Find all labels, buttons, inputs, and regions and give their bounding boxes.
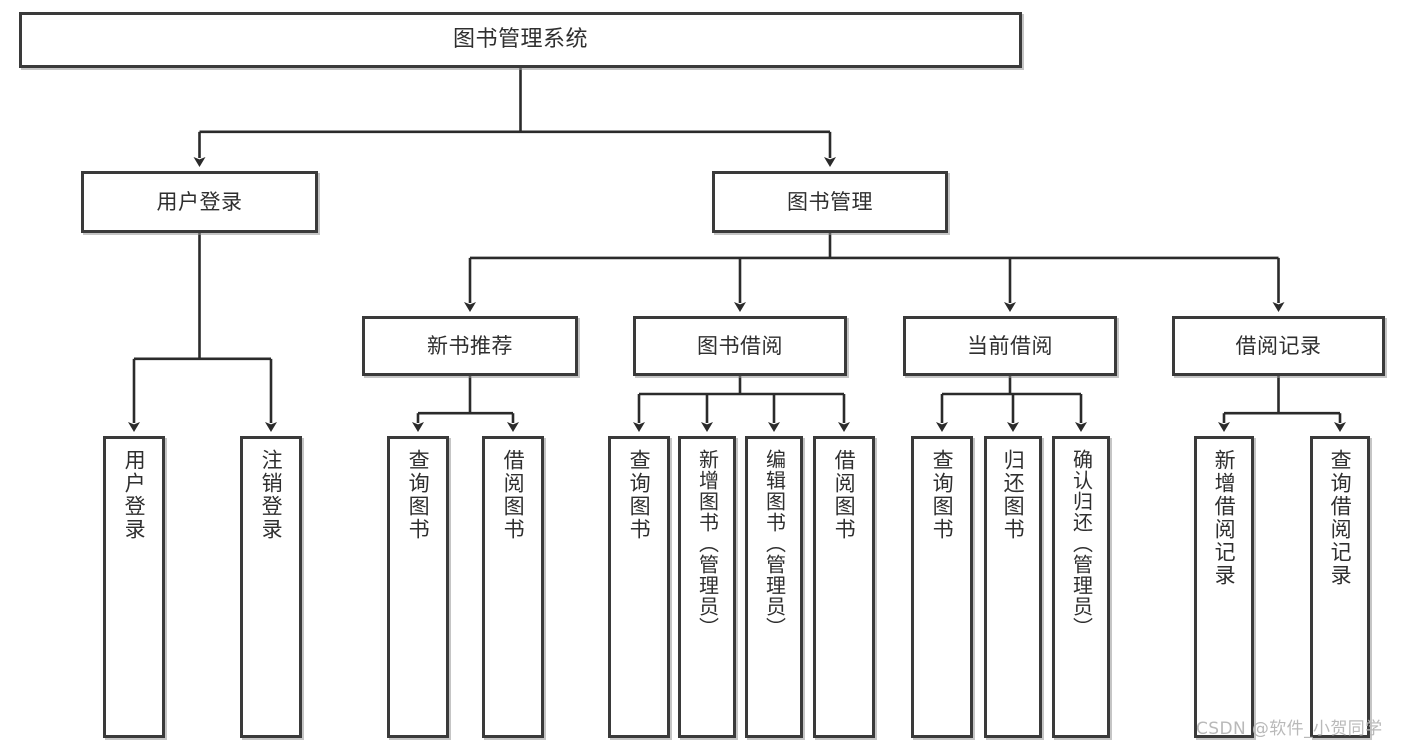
node-label: 用户登录 bbox=[156, 189, 243, 214]
node-leaf-user-login[interactable]: 用户登录 bbox=[103, 436, 165, 738]
node-label: 归还图书 bbox=[1001, 449, 1026, 541]
node-leaf-confirm-return[interactable]: 确认归还（管理员） bbox=[1052, 436, 1110, 738]
node-borrow-record[interactable]: 借阅记录 bbox=[1172, 316, 1385, 376]
connector-group bbox=[128, 68, 1346, 432]
node-leaf-return-book[interactable]: 归还图书 bbox=[984, 436, 1042, 738]
node-leaf-query-book-current[interactable]: 查询图书 bbox=[911, 436, 973, 738]
node-new-book-recommend[interactable]: 新书推荐 bbox=[362, 316, 578, 376]
node-user-login[interactable]: 用户登录 bbox=[81, 171, 318, 233]
node-current-borrow[interactable]: 当前借阅 bbox=[903, 316, 1117, 376]
node-label: 借阅图书 bbox=[832, 449, 857, 541]
node-leaf-borrow-book[interactable]: 借阅图书 bbox=[813, 436, 875, 738]
node-label: 新增图书（管理员） bbox=[695, 449, 720, 638]
node-book-borrow[interactable]: 图书借阅 bbox=[633, 316, 847, 376]
node-leaf-query-borrow-record[interactable]: 查询借阅记录 bbox=[1310, 436, 1370, 738]
node-label: 查询图书 bbox=[406, 449, 431, 541]
node-leaf-add-borrow-record[interactable]: 新增借阅记录 bbox=[1194, 436, 1254, 738]
node-label: 新书推荐 bbox=[427, 333, 513, 358]
node-leaf-add-book[interactable]: 新增图书（管理员） bbox=[678, 436, 736, 738]
node-leaf-edit-book[interactable]: 编辑图书（管理员） bbox=[745, 436, 803, 738]
node-label: 新增借阅记录 bbox=[1212, 449, 1237, 587]
node-label: 当前借阅 bbox=[967, 333, 1053, 358]
node-leaf-borrow-book-rec[interactable]: 借阅图书 bbox=[482, 436, 544, 738]
node-label: 图书管理系统 bbox=[452, 27, 588, 53]
node-label: 用户登录 bbox=[122, 449, 147, 541]
node-label: 查询图书 bbox=[930, 449, 955, 541]
node-label: 注销登录 bbox=[259, 449, 284, 541]
node-label: 图书管理 bbox=[787, 189, 873, 214]
node-leaf-query-book-borrow[interactable]: 查询图书 bbox=[608, 436, 670, 738]
node-label: 确认归还（管理员） bbox=[1069, 449, 1094, 638]
node-label: 编辑图书（管理员） bbox=[762, 449, 787, 638]
node-leaf-query-book-rec[interactable]: 查询图书 bbox=[387, 436, 449, 738]
node-label: 查询借阅记录 bbox=[1328, 449, 1353, 587]
node-book-management[interactable]: 图书管理 bbox=[712, 171, 948, 233]
node-label: 图书借阅 bbox=[697, 333, 783, 358]
node-label: 借阅图书 bbox=[501, 449, 526, 541]
node-root[interactable]: 图书管理系统 bbox=[19, 12, 1022, 68]
node-label: 借阅记录 bbox=[1235, 333, 1322, 358]
node-label: 查询图书 bbox=[627, 449, 652, 541]
node-leaf-logout[interactable]: 注销登录 bbox=[240, 436, 302, 738]
